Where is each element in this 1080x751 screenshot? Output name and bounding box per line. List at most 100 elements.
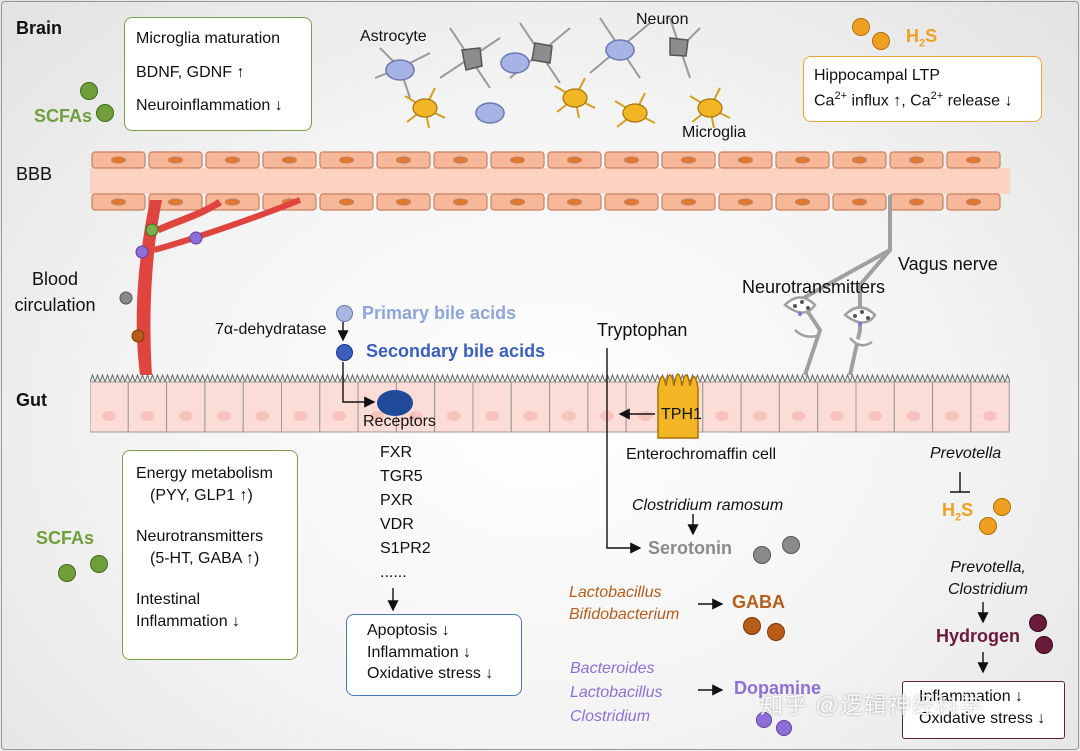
cell-nucleus: [178, 411, 193, 421]
gaba-bacterium: Bifidobacterium: [569, 606, 680, 623]
cell-nucleus: [737, 198, 754, 206]
hydrogen-bacterium: Clostridium: [947, 581, 1028, 598]
gut-scfa-effect: (PYY, GLP1 ↑): [150, 486, 253, 504]
watermark: 知乎 @逻辑神经科学: [760, 692, 984, 718]
cell-nucleus: [110, 198, 127, 206]
receptor-list: FXR TGR5 PXR VDR S1PR2 ......: [380, 441, 431, 585]
bile-effect: Inflammation ↓: [367, 643, 472, 661]
h2s-h: H: [942, 500, 955, 520]
serotonin-dot: [753, 546, 771, 564]
bile-effect: Oxidative stress ↓: [367, 665, 494, 683]
h2s-dot: [979, 517, 997, 535]
ca-sup: 2+: [834, 89, 847, 102]
bile-effect: Apoptosis ↓: [367, 622, 450, 639]
ca-text: release ↓: [943, 91, 1013, 109]
cell-nucleus: [255, 411, 270, 421]
hydrogen-label: Hydrogen: [936, 626, 1021, 646]
dopamine-bacterium: Clostridium: [570, 708, 651, 725]
dopamine-bacterium: Bacteroides: [570, 660, 655, 677]
cell-nucleus: [680, 198, 697, 206]
h2s-dot: [852, 18, 870, 36]
cell-nucleus: [217, 411, 232, 421]
hydrogen-bacterium: Prevotella,: [950, 559, 1026, 576]
dopamine-label: Dopamine: [734, 678, 822, 698]
cell-nucleus: [102, 411, 117, 421]
dopamine-bacteria: Bacteroides Lactobacillus Clostridium: [570, 657, 663, 729]
cell-nucleus: [485, 411, 500, 421]
cell-nucleus: [395, 198, 412, 206]
hydrogen-effect: Inflammation ↓: [919, 688, 1024, 705]
cell-nucleus: [908, 198, 925, 206]
gut-h2s-label: H2S: [942, 500, 973, 524]
h2s-sub: 2: [955, 511, 962, 524]
cell-nucleus: [623, 156, 640, 164]
cell-nucleus: [509, 198, 526, 206]
epithelial-cell: [434, 381, 474, 433]
hydrogen-dot: [1029, 614, 1047, 632]
gut-scfa-label: SCFAs: [36, 528, 95, 548]
cell-nucleus: [293, 411, 308, 421]
cell-nucleus: [338, 156, 355, 164]
cell-nucleus: [446, 411, 461, 421]
epithelial-cell: [702, 381, 742, 433]
cell-nucleus: [395, 156, 412, 164]
cell-nucleus: [965, 198, 982, 206]
region-brain-label: Brain: [16, 18, 63, 38]
cell-nucleus: [794, 198, 811, 206]
epithelial-cell: [127, 381, 168, 433]
epithelial-cell: [242, 381, 282, 433]
receptor-item: VDR: [380, 516, 414, 533]
scfa-dot: [90, 555, 108, 573]
epithelial-cell: [740, 381, 780, 433]
bile-acid-effects-box: Apoptosis ↓ Inflammation ↓ Oxidative str…: [346, 614, 522, 696]
cell-nucleus: [737, 156, 754, 164]
cell-nucleus: [452, 198, 469, 206]
cell-nucleus: [566, 198, 583, 206]
epithelial-cell: [817, 381, 857, 433]
gaba-bacterium: Lactobacillus: [569, 584, 662, 601]
gut-scfa-effect: Inflammation ↓: [136, 612, 241, 630]
primary-bile-acid-dot: [336, 305, 353, 322]
receptor-item: ......: [380, 564, 407, 581]
cell-nucleus: [753, 411, 768, 421]
gaba-label: GABA: [732, 592, 785, 612]
cell-nucleus: [561, 411, 576, 421]
h2s-dot: [993, 498, 1011, 516]
epithelial-cell: [166, 381, 206, 433]
receptor-item: FXR: [380, 444, 412, 461]
epithelial-cell: [204, 381, 244, 433]
blood-circulation-label: Blood circulation: [8, 266, 102, 318]
epithelial-cell: [932, 381, 972, 433]
hydrogen-dot: [1035, 636, 1053, 654]
secondary-bile-acids-label: Secondary bile acids: [366, 341, 546, 361]
tph1-label: TPH1: [661, 406, 702, 423]
receptor-item: S1PR2: [380, 540, 431, 557]
blood-label-line: Blood: [31, 269, 79, 289]
epithelial-cell: [281, 381, 321, 433]
blood-label-line: circulation: [14, 295, 96, 315]
epithelial-cell: [855, 381, 895, 433]
scfa-dot: [96, 104, 114, 122]
blood-brain-barrier: [90, 151, 1010, 211]
cell-nucleus: [224, 156, 241, 164]
dopamine-bacterium: Lactobacillus: [570, 684, 663, 701]
serotonin-dot: [782, 536, 800, 554]
gut-scfa-effect: Energy metabolism: [136, 465, 273, 482]
enterochromaffin-cell: [657, 373, 699, 439]
epithelial-cell: [893, 381, 934, 433]
epithelial-cell: [778, 381, 819, 433]
cell-nucleus: [906, 411, 921, 421]
region-bbb-label: BBB: [16, 164, 53, 184]
blood-vessel: [119, 197, 302, 375]
primary-bile-acids-label: Primary bile acids: [362, 303, 517, 323]
cell-nucleus: [509, 156, 526, 164]
brain-h2s-effects-box: Hippocampal LTP Ca2+ influx ↑, Ca2+ rele…: [803, 56, 1042, 122]
secondary-bile-acid-dot: [336, 344, 353, 361]
h2s-sub: 2: [919, 37, 926, 50]
cell-nucleus: [110, 156, 127, 164]
cell-nucleus: [851, 198, 868, 206]
cell-nucleus: [791, 411, 806, 421]
h2s-effect-ltp: Hippocampal LTP: [814, 67, 940, 84]
brain-scfa-effect: Neuroinflammation ↓: [136, 97, 283, 115]
